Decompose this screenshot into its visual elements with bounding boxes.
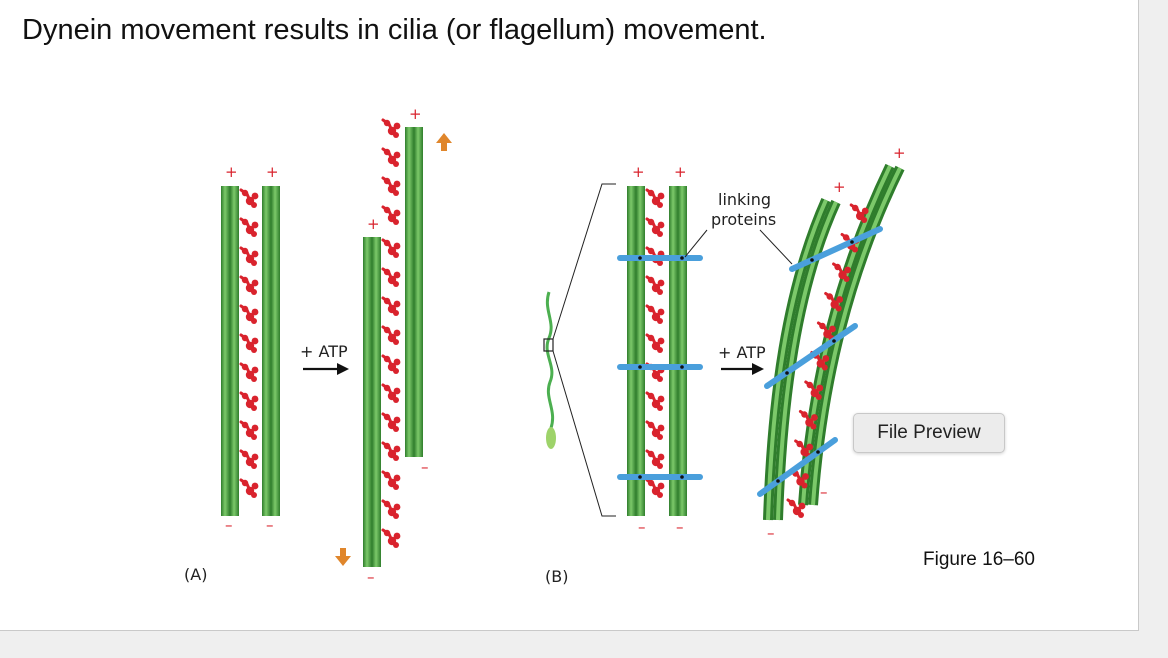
flagellated-cell	[545, 291, 556, 449]
down-arrow-icon	[335, 548, 351, 566]
minus-sign: –	[638, 518, 646, 536]
dynein-arm	[798, 410, 818, 430]
minus-sign: –	[367, 568, 375, 586]
dynein-arm	[239, 275, 259, 295]
dynein-arm	[849, 203, 869, 223]
linking-proteins-bent	[757, 226, 883, 497]
minus-sign: –	[676, 518, 684, 536]
dynein-arm	[804, 380, 824, 400]
atp-label: + ATP	[718, 343, 766, 362]
dynein-arm	[786, 498, 806, 518]
minus-sign: –	[767, 524, 775, 542]
dynein-arm	[239, 449, 259, 469]
figure-caption: Figure 16–60	[923, 549, 1035, 570]
dynein-arm	[239, 478, 259, 498]
dynein-arms-a-right	[381, 118, 401, 548]
dynein-arm	[239, 362, 259, 382]
dynein-arm	[381, 325, 401, 345]
linking-proteins-label-line2: proteins	[711, 210, 776, 229]
dynein-arm	[645, 333, 665, 353]
plus-sign: +	[632, 163, 645, 181]
dynein-arm	[381, 238, 401, 258]
dynein-arm	[381, 147, 401, 167]
dynein-arm	[645, 449, 665, 469]
dynein-arm	[381, 412, 401, 432]
dynein-arm	[832, 262, 851, 282]
dynein-arm	[824, 292, 844, 312]
plus-sign: +	[266, 163, 279, 181]
minus-sign: –	[820, 483, 828, 501]
dynein-arm	[645, 478, 665, 498]
slide-title: Dynein movement results in cilia (or fla…	[22, 14, 767, 46]
linking-proteins-label-line1: linking	[718, 190, 771, 209]
dynein-arm	[239, 188, 259, 208]
plus-sign: +	[893, 144, 906, 162]
up-arrow-icon	[436, 133, 452, 151]
plus-sign: +	[409, 105, 422, 123]
minus-sign: –	[266, 516, 274, 534]
reaction-arrow	[721, 363, 764, 375]
dynein-arm	[239, 304, 259, 324]
dynein-arm	[239, 217, 259, 237]
dynein-arm	[381, 383, 401, 403]
dynein-arm	[381, 176, 401, 196]
dynein-arms-b-straight	[645, 188, 665, 498]
dynein-arm	[239, 246, 259, 266]
dynein-arm	[239, 391, 259, 411]
label-pointer-lines	[684, 229, 793, 265]
zoom-box	[543, 338, 554, 352]
figure-diagram: + + – – + ATP + + – – (A)	[184, 105, 906, 586]
dynein-arm	[381, 470, 401, 490]
reaction-arrow	[303, 363, 349, 375]
minus-sign: –	[225, 516, 233, 534]
dynein-arm	[381, 441, 401, 461]
dynein-arm	[645, 275, 665, 295]
panel-b-straight-doublets	[627, 186, 687, 516]
dynein-arm	[645, 188, 665, 208]
plus-sign: +	[225, 163, 238, 181]
dynein-arm	[381, 528, 401, 548]
plus-sign: +	[674, 163, 687, 181]
panel-a-slid-doublets	[363, 127, 423, 567]
dynein-arm	[381, 296, 401, 316]
dynein-arm	[381, 118, 401, 138]
dynein-arms-a-left	[239, 188, 259, 498]
atp-label: + ATP	[300, 342, 348, 361]
dynein-arm	[645, 217, 665, 237]
slide: Dynein movement results in cilia (or fla…	[0, 0, 1139, 631]
plus-sign: +	[367, 215, 380, 233]
panel-a-label: (A)	[184, 565, 207, 584]
zoom-lines	[552, 183, 616, 517]
dynein-arm	[645, 304, 665, 324]
file-preview-button[interactable]: File Preview	[853, 413, 1005, 453]
dynein-arm	[381, 267, 401, 287]
dynein-arm	[645, 420, 665, 440]
panel-a-left-doublets	[221, 186, 280, 516]
minus-sign: –	[421, 458, 429, 476]
dynein-arm	[381, 499, 401, 519]
dynein-arm	[239, 333, 259, 353]
panel-b-label: (B)	[545, 567, 568, 586]
plus-sign: +	[833, 178, 846, 196]
dynein-arm	[381, 354, 401, 374]
dynein-arm	[645, 391, 665, 411]
dynein-arm	[381, 205, 401, 225]
linking-proteins-straight	[617, 255, 703, 480]
dynein-arm	[239, 420, 259, 440]
